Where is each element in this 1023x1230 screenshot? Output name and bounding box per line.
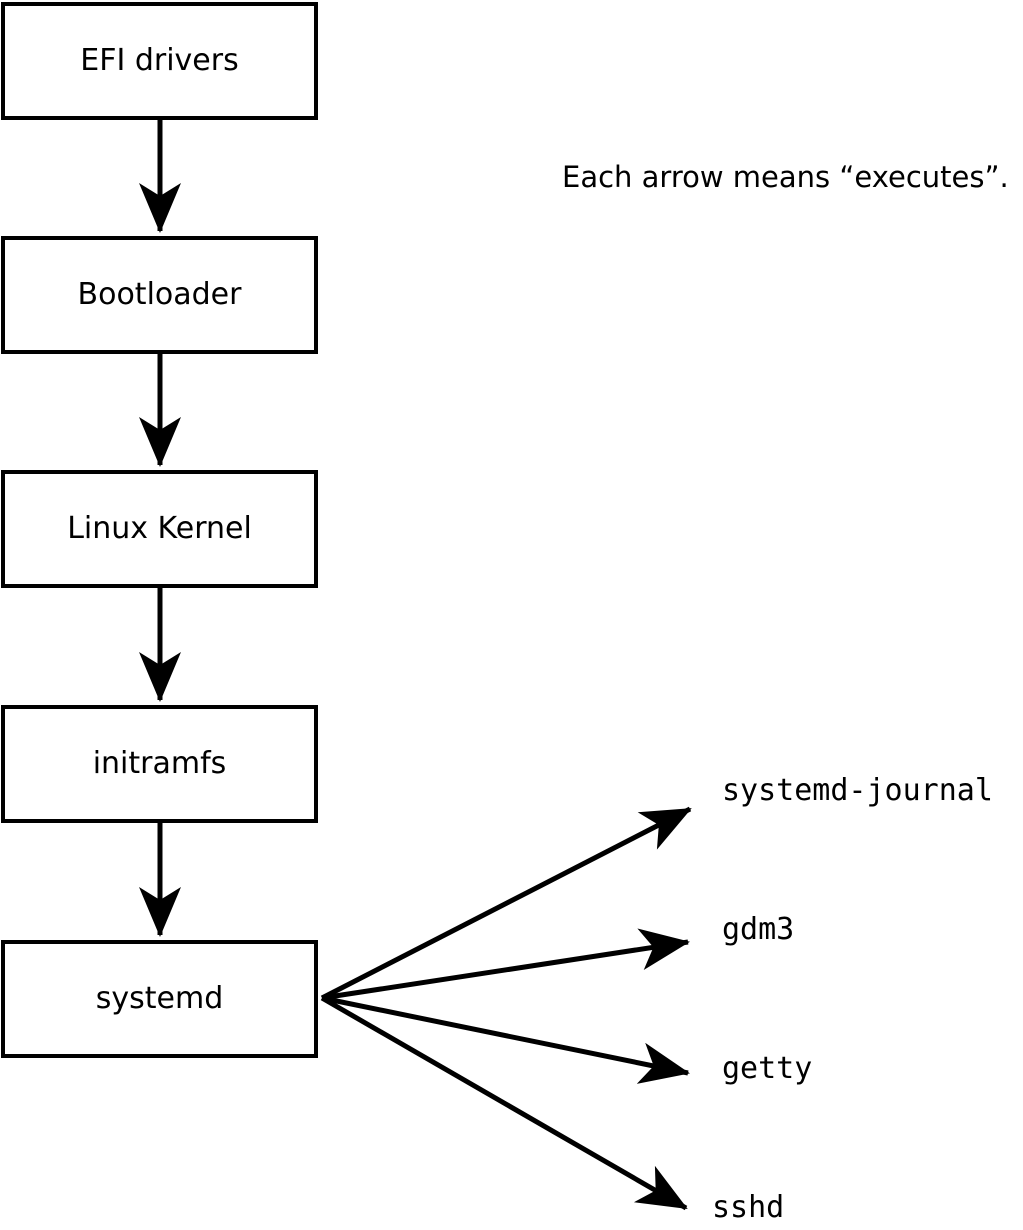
node-label-bootloader: Bootloader (77, 277, 242, 312)
node-label-initramfs: initramfs (92, 746, 227, 781)
leaf-label-getty[interactable]: getty (722, 1051, 813, 1086)
node-box-systemd[interactable]: systemd (1, 940, 318, 1058)
leaf-label-gdm3[interactable]: gdm3 (722, 912, 795, 947)
arrow-systemd-to-getty (321, 995, 690, 1084)
node-label-linux-kernel: Linux Kernel (67, 511, 252, 546)
arrow-systemd-to-sshd (320, 995, 688, 1211)
leaf-label-sshd[interactable]: sshd (712, 1190, 785, 1225)
node-box-bootloader[interactable]: Bootloader (1, 236, 318, 354)
node-box-initramfs[interactable]: initramfs (1, 705, 318, 823)
node-box-linux-kernel[interactable]: Linux Kernel (1, 470, 318, 588)
arrow-systemd-to-systemd-journal (320, 806, 692, 1001)
leaf-label-systemd-journal[interactable]: systemd-journal (722, 773, 993, 808)
fan-arrow-group (320, 806, 692, 1211)
node-label-efi-drivers: EFI drivers (80, 43, 239, 78)
legend-note: Each arrow means “executes”. (562, 160, 1009, 194)
node-box-efi-drivers[interactable]: EFI drivers (1, 2, 318, 120)
arrow-systemd-to-gdm3 (321, 928, 690, 1001)
node-label-systemd: systemd (95, 981, 224, 1016)
